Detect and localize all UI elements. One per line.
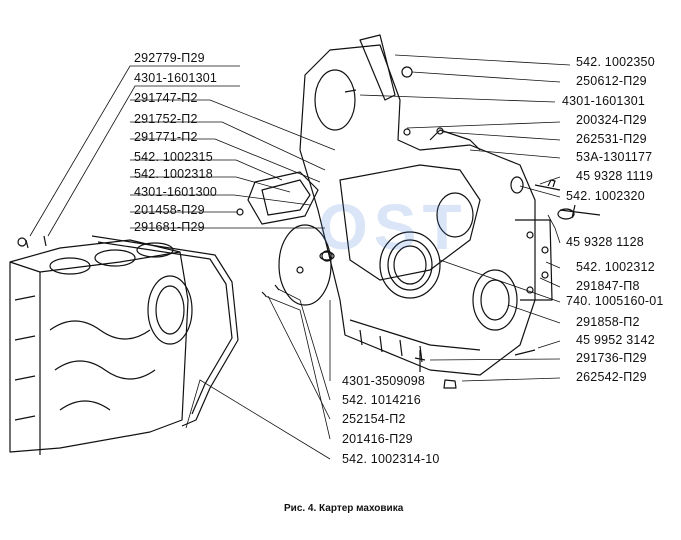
housing-drawing <box>299 34 553 376</box>
part-label: 201458-П29 <box>134 203 205 217</box>
part-label: 262531-П29 <box>576 132 647 146</box>
part-label: 4301-1601301 <box>134 71 218 85</box>
part-label: 45 9952 3142 <box>576 333 655 347</box>
part-label: 542. 1002312 <box>576 260 655 274</box>
fasteners-drawing <box>17 66 601 389</box>
engine-block-drawing <box>9 239 193 455</box>
part-label: 542. 1014216 <box>342 393 421 407</box>
part-label: 291747-П2 <box>134 91 198 105</box>
part-label: 201416-П29 <box>342 432 413 446</box>
part-label: 291858-П2 <box>576 315 640 329</box>
part-label: 252154-П2 <box>342 412 406 426</box>
part-label: 4301-1601301 <box>562 94 646 108</box>
part-label: 250612-П29 <box>576 74 647 88</box>
part-label: 542. 1002314-10 <box>342 452 440 466</box>
part-label: 200324-П29 <box>576 113 647 127</box>
part-label: 292779-П29 <box>134 51 205 65</box>
part-label: 542. 1002318 <box>134 167 213 181</box>
part-label: 291771-П2 <box>134 130 198 144</box>
leader-lines <box>29 54 571 460</box>
part-label: 45 9328 1119 <box>576 169 654 183</box>
part-label: 4301-1601300 <box>134 185 218 199</box>
part-label: 45 9328 1128 <box>566 235 644 249</box>
part-label: 4301-3509098 <box>342 374 426 388</box>
part-label: 542. 1002320 <box>566 189 645 203</box>
part-label: 291752-П2 <box>134 112 198 126</box>
part-label: 542. 1002350 <box>576 55 655 69</box>
bracket-drawing <box>236 171 319 225</box>
part-label: 53А-1301177 <box>576 150 653 164</box>
part-label: 262542-П29 <box>576 370 647 384</box>
part-label: 291847-П8 <box>576 279 640 293</box>
logo-watermark-icon: OST <box>318 191 468 263</box>
part-label: 291681-П29 <box>134 220 205 234</box>
part-label: 542. 1002315 <box>134 150 213 164</box>
part-label: 291736-П29 <box>576 351 647 365</box>
figure-caption: Рис. 4. Картер маховика <box>284 503 404 514</box>
gasket-drawing <box>91 235 239 427</box>
part-label: 740. 1005160-01 <box>566 294 664 308</box>
